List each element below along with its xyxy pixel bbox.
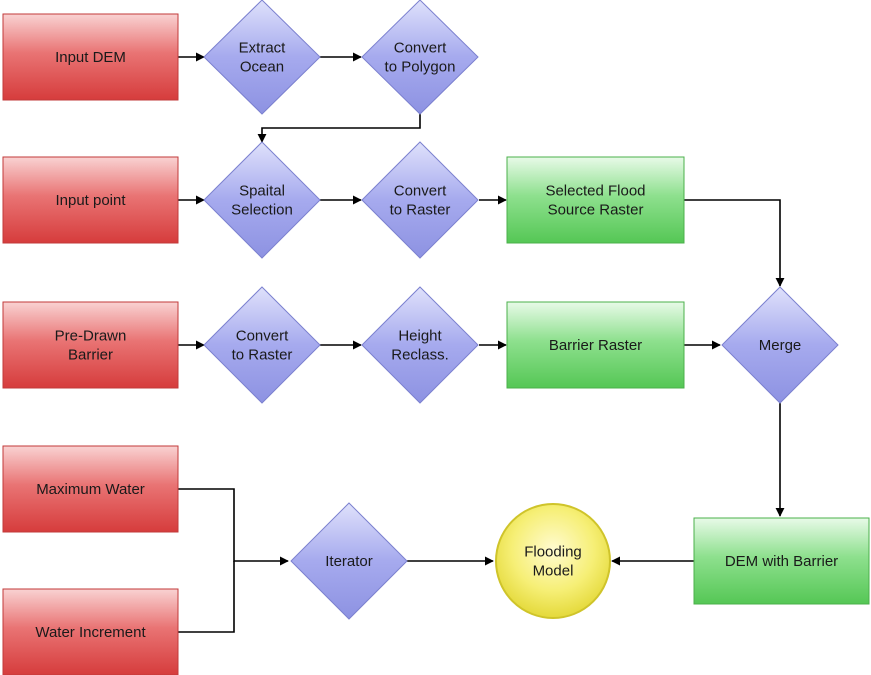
node-label-line: Convert — [394, 183, 447, 200]
node-iterator[interactable]: Iterator — [290, 502, 408, 620]
node-label-line: Pre-Drawn — [55, 328, 127, 345]
node-merge[interactable]: Merge — [721, 286, 839, 404]
node-label-line: DEM with Barrier — [725, 553, 838, 570]
node-label: Barrier Raster — [549, 337, 642, 354]
edge-convert-polygon-to-spatial-selection — [257, 112, 421, 143]
node-label-line: Iterator — [325, 553, 373, 570]
node-label-line: Merge — [759, 337, 802, 354]
node-label-line: Barrier Raster — [549, 337, 642, 354]
node-label: Convert to Raster — [232, 328, 293, 364]
node-label-line: to Raster — [232, 347, 293, 364]
node-convert-to-raster-1[interactable]: Convert to Raster — [361, 141, 479, 259]
node-label-line: Barrier — [68, 347, 113, 364]
node-dem-with-barrier[interactable]: DEM with Barrier — [693, 517, 870, 605]
node-label: Convert to Polygon — [385, 40, 456, 76]
node-label: Merge — [759, 337, 802, 354]
edges — [178, 52, 785, 633]
node-label: Input point — [55, 192, 126, 209]
node-label-line: Selection — [231, 202, 293, 219]
edge-maximum-water-to-iterator — [178, 488, 289, 566]
node-label-line: Input DEM — [55, 49, 126, 66]
node-label-line: Maximum Water — [36, 481, 145, 498]
node-convert-to-polygon[interactable]: Convert to Polygon — [361, 0, 479, 115]
node-label-line: Flooding — [524, 544, 582, 561]
node-input-point[interactable]: Input point — [2, 156, 179, 244]
node-label-line: Spaital — [239, 183, 285, 200]
node-label-line: Convert — [236, 328, 289, 345]
node-label: Iterator — [325, 553, 373, 570]
node-label-line: Source Raster — [548, 202, 644, 219]
node-maximum-water[interactable]: Maximum Water — [2, 445, 179, 533]
node-label-line: Extract — [239, 40, 287, 57]
node-label-line: to Polygon — [385, 59, 456, 76]
node-label-line: Height — [398, 328, 442, 345]
node-convert-to-raster-2[interactable]: Convert to Raster — [203, 286, 321, 404]
node-input-dem[interactable]: Input DEM — [2, 13, 179, 101]
edge-selected-flood-to-merge — [684, 199, 785, 287]
node-label: Convert to Raster — [390, 183, 451, 219]
node-label-line: Input point — [55, 192, 126, 209]
node-label-line: Model — [533, 563, 574, 580]
node-label-line: Reclass. — [391, 347, 449, 364]
node-label-line: Selected Flood — [545, 183, 645, 200]
node-label: Input DEM — [55, 49, 126, 66]
node-label: DEM with Barrier — [725, 553, 838, 570]
node-barrier-raster[interactable]: Barrier Raster — [506, 301, 685, 389]
node-water-increment[interactable]: Water Increment — [2, 588, 179, 675]
edge-water-increment-to-iterator — [178, 561, 235, 633]
node-label-line: Water Increment — [35, 624, 146, 641]
node-label-line: Convert — [394, 40, 447, 57]
node-label-line: to Raster — [390, 202, 451, 219]
node-label-line: Ocean — [240, 59, 284, 76]
node-label: Water Increment — [35, 624, 146, 641]
node-label: Maximum Water — [36, 481, 145, 498]
